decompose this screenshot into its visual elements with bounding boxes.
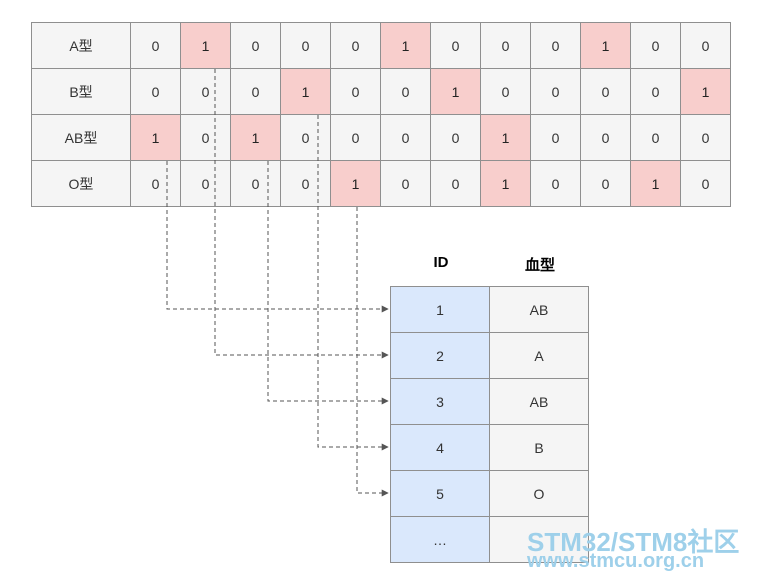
bit-cell: 0	[180, 114, 231, 161]
bit-cell: 0	[430, 160, 481, 207]
bit-cell: 0	[630, 22, 681, 69]
bit-cell: 1	[180, 22, 231, 69]
bit-cell: 1	[430, 68, 481, 115]
table-row: 5 O	[390, 470, 589, 517]
bit-cell: 0	[580, 160, 631, 207]
bitmap-row-o: O型 0 0 0 0 1 0 0 1 0 0 1 0	[31, 160, 731, 207]
blood-type-column-header: 血型	[524, 257, 555, 274]
bit-cell: 0	[630, 68, 681, 115]
bit-cell: 0	[230, 160, 281, 207]
bit-cell: 0	[680, 160, 731, 207]
table-row: 3 AB	[390, 378, 589, 425]
record-blood-type: B	[489, 424, 589, 471]
bit-cell: 0	[330, 22, 381, 69]
bitmap-row-ab: AB型 1 0 1 0 0 0 0 1 0 0 0 0	[31, 114, 731, 161]
bit-cell: 0	[380, 68, 431, 115]
table-row: 4 B	[390, 424, 589, 471]
bit-cell: 0	[480, 68, 531, 115]
bit-cell: 0	[480, 22, 531, 69]
records-table: 1 AB 2 A 3 AB 4 B 5 O …	[390, 286, 589, 563]
record-id: 3	[390, 378, 490, 425]
bit-cell: 0	[530, 114, 581, 161]
bit-cell: 0	[430, 114, 481, 161]
bit-cell: 0	[230, 68, 281, 115]
record-blood-type: AB	[489, 378, 589, 425]
bit-cell: 0	[180, 160, 231, 207]
id-column-header: ID	[433, 254, 449, 271]
bit-cell: 0	[630, 114, 681, 161]
bit-cell: 1	[480, 114, 531, 161]
bit-cell: 0	[530, 160, 581, 207]
row-label-ab: AB型	[31, 114, 131, 161]
record-id: 4	[390, 424, 490, 471]
bit-cell: 0	[130, 22, 181, 69]
bit-cell: 1	[230, 114, 281, 161]
bit-cell: 0	[430, 22, 481, 69]
row-label-o: O型	[31, 160, 131, 207]
record-blood-type: O	[489, 470, 589, 517]
watermark-url: www.stmcu.org.cn	[527, 550, 705, 572]
bit-cell: 0	[280, 114, 331, 161]
bit-cell: 0	[530, 68, 581, 115]
bit-cell: 0	[580, 114, 631, 161]
bit-cell: 0	[230, 22, 281, 69]
table-row: …	[390, 516, 589, 563]
bit-cell: 1	[630, 160, 681, 207]
bit-cell: 0	[180, 68, 231, 115]
connector-to-id-5	[356, 207, 389, 497]
bit-cell: 1	[380, 22, 431, 69]
record-blood-type: A	[489, 332, 589, 379]
record-id: 5	[390, 470, 490, 517]
bit-cell: 1	[130, 114, 181, 161]
bit-cell: 1	[280, 68, 331, 115]
bit-cell: 0	[280, 160, 331, 207]
table-row: 1 AB	[390, 286, 589, 333]
bit-cell: 0	[380, 114, 431, 161]
record-blood-type: AB	[489, 286, 589, 333]
bit-cell: 0	[130, 160, 181, 207]
record-id: 2	[390, 332, 490, 379]
bitmap-index-table: A型 0 1 0 0 0 1 0 0 0 1 0 0 B型 0 0 0 1 0 …	[31, 22, 731, 207]
bit-cell: 0	[380, 160, 431, 207]
bit-cell: 0	[680, 114, 731, 161]
bitmap-row-b: B型 0 0 0 1 0 0 1 0 0 0 0 1	[31, 68, 731, 115]
watermark-title: STM32/STM8社区	[527, 527, 740, 557]
row-label-a: A型	[31, 22, 131, 69]
record-id: 1	[390, 286, 490, 333]
bit-cell: 0	[280, 22, 331, 69]
bit-cell: 1	[680, 68, 731, 115]
bit-cell: 1	[330, 160, 381, 207]
bit-cell: 0	[330, 114, 381, 161]
bit-cell: 0	[330, 68, 381, 115]
row-label-b: B型	[31, 68, 131, 115]
bit-cell: 0	[130, 68, 181, 115]
bit-cell: 1	[580, 22, 631, 69]
table-row: 2 A	[390, 332, 589, 379]
bit-cell: 0	[580, 68, 631, 115]
record-id: …	[390, 516, 490, 563]
bit-cell: 0	[530, 22, 581, 69]
bit-cell: 0	[680, 22, 731, 69]
bitmap-row-a: A型 0 1 0 0 0 1 0 0 0 1 0 0	[31, 22, 731, 69]
record-blood-type	[489, 516, 589, 563]
bit-cell: 1	[480, 160, 531, 207]
